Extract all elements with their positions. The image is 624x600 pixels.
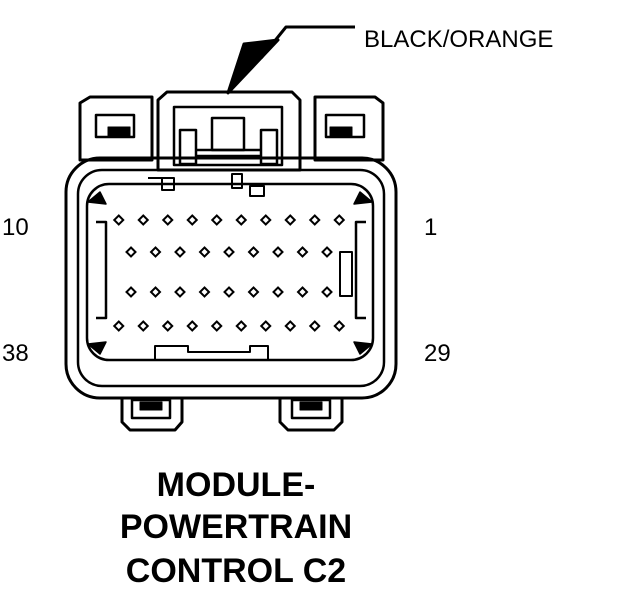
title-line-3: CONTROL C2 bbox=[125, 552, 347, 590]
pin-cavity-diamond bbox=[125, 246, 137, 258]
pin-cavity-diamond bbox=[149, 286, 162, 298]
pin-cavity-diamond bbox=[112, 214, 125, 226]
leader-arrowhead bbox=[226, 38, 280, 95]
pin-cavity-diamond bbox=[284, 214, 297, 226]
connector-body bbox=[64, 156, 398, 400]
right-ear bbox=[313, 95, 385, 162]
pin-cavity-diamond bbox=[186, 320, 199, 332]
left-ear bbox=[78, 95, 154, 162]
pin-cavity-diamond bbox=[308, 320, 321, 332]
pin-cavity-diamond bbox=[259, 214, 272, 226]
pin-cavity-diamond bbox=[272, 286, 284, 298]
title-line-1: MODULE- bbox=[156, 466, 316, 504]
pin-cavity-diamond bbox=[272, 246, 284, 258]
pin-cavity-diamond bbox=[137, 320, 150, 332]
pin-cavity-diamond bbox=[186, 214, 199, 226]
pin-cavity-diamond bbox=[174, 286, 186, 298]
title-line-2: POWERTRAIN bbox=[119, 508, 353, 546]
pin-cavity bbox=[85, 182, 375, 362]
pin-cavity-diamond bbox=[174, 246, 186, 258]
pin-cavity-diamond bbox=[235, 320, 248, 332]
pin-cavity-diamond bbox=[333, 214, 346, 226]
pin-cavity-diamond bbox=[321, 246, 333, 258]
pin-cavity-diamond bbox=[308, 214, 321, 226]
pin-grid bbox=[112, 214, 346, 332]
pin-cavity-diamond bbox=[125, 286, 137, 298]
pin-cavity-diamond bbox=[259, 320, 272, 332]
pin-cavity-diamond bbox=[321, 286, 333, 298]
pin-cavity-diamond bbox=[247, 246, 260, 258]
pin-label-1: 1 bbox=[424, 214, 438, 241]
pin-label-38: 38 bbox=[2, 340, 29, 367]
pin-cavity-diamond bbox=[210, 320, 223, 332]
pin-cavity-diamond bbox=[198, 246, 211, 258]
pin-cavity-diamond bbox=[235, 214, 248, 226]
pin-cavity-diamond bbox=[296, 246, 309, 258]
pin-cavity-diamond bbox=[149, 246, 162, 258]
pin-cavity-diamond bbox=[223, 286, 235, 298]
pin-cavity-diamond bbox=[198, 286, 211, 298]
pin-cavity-diamond bbox=[137, 214, 150, 226]
pin-cavity-diamond bbox=[223, 246, 235, 258]
pin-cavity-diamond bbox=[161, 214, 174, 226]
pin-cavity-diamond bbox=[296, 286, 309, 298]
connector-face bbox=[76, 168, 386, 388]
pin-label-10: 10 bbox=[2, 214, 29, 241]
pin-cavity-diamond bbox=[333, 320, 346, 332]
pin-cavity-diamond bbox=[161, 320, 174, 332]
pin-label-29: 29 bbox=[424, 340, 451, 367]
wire-color-label: BLACK/ORANGE bbox=[364, 26, 554, 53]
pin-cavity-diamond bbox=[210, 214, 223, 226]
left-foot bbox=[120, 398, 184, 432]
pin-cavity-diamond bbox=[284, 320, 297, 332]
pin-cavity-diamond bbox=[247, 286, 260, 298]
latch-inner bbox=[172, 105, 284, 167]
right-foot bbox=[278, 398, 344, 432]
pin-cavity-diamond bbox=[112, 320, 125, 332]
